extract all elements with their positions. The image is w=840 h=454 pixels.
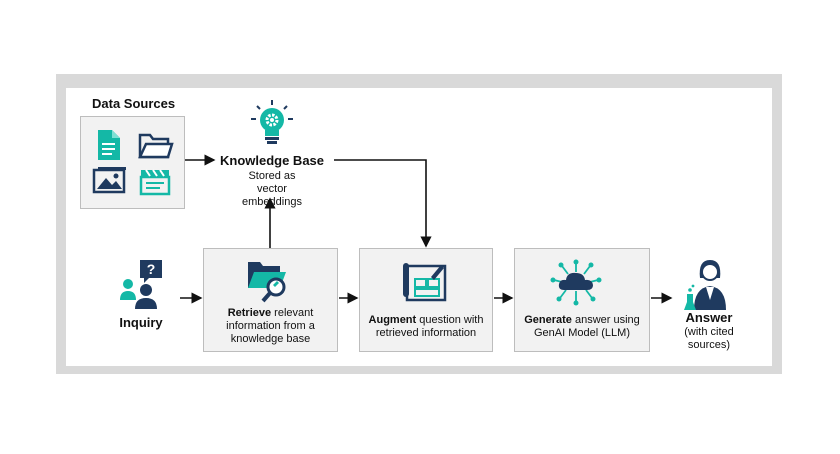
- augment-verb: Augment: [368, 314, 417, 326]
- scientist-icon: [684, 260, 726, 310]
- folder-search-icon: [248, 262, 286, 303]
- image-gallery-icon: [92, 167, 126, 194]
- video-clapper-icon: [139, 169, 171, 196]
- generate-verb: Generate: [524, 314, 572, 326]
- generate-text: Generate answer using GenAI Model (LLM): [518, 314, 646, 340]
- answer-label: Answer: [685, 310, 733, 325]
- augment-text: Augment question with retrieved informat…: [364, 314, 488, 340]
- generate-box: [514, 248, 650, 352]
- answer-sub: (with cited sources): [684, 326, 734, 351]
- knowledge-base-title: Knowledge Base: [219, 153, 325, 168]
- arrow-kb-to-augment: [334, 159, 432, 248]
- data-sources-title: Data Sources: [92, 96, 176, 111]
- retrieve-box: [203, 248, 338, 352]
- lightbulb-gear-icon: [251, 100, 293, 144]
- blueprint-icon: [403, 263, 447, 302]
- user-question-icon: ?: [120, 260, 162, 309]
- augment-description: question with retrieved information: [375, 314, 484, 339]
- cloud-network-icon: [550, 259, 602, 306]
- retrieve-description: relevant information from a knowledge ba…: [226, 307, 315, 345]
- document-icon: [98, 130, 120, 160]
- retrieve-verb: Retrieve: [227, 307, 272, 319]
- folder-icon: [138, 133, 174, 159]
- generate-description: answer using GenAI Model (LLM): [534, 314, 640, 339]
- svg-text:?: ?: [147, 261, 156, 277]
- retrieve-text: Retrieve relevant information from a kno…: [208, 307, 333, 346]
- inquiry-label: Inquiry: [119, 315, 163, 330]
